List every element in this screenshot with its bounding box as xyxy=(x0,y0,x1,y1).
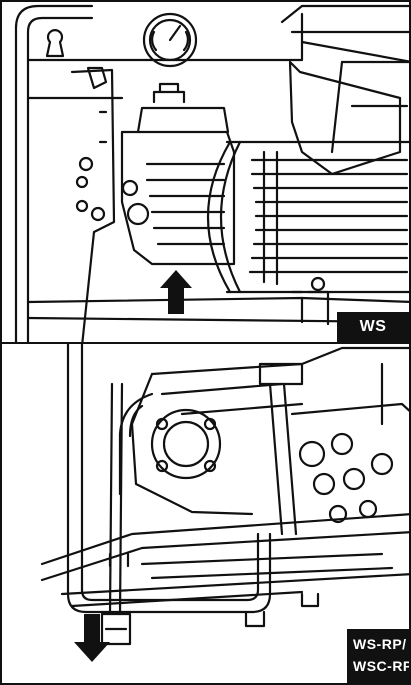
outlet-hose xyxy=(108,382,124,616)
bypass-pipe xyxy=(118,392,154,496)
frame-foot xyxy=(244,610,266,628)
frame-u-tube xyxy=(66,344,272,614)
pump-motor-drawing-top xyxy=(14,4,409,342)
pump-unit xyxy=(130,346,409,516)
pump-motor-drawing-bottom xyxy=(40,344,409,662)
down-arrow-icon xyxy=(74,614,110,662)
keyhole-hanger xyxy=(45,29,65,58)
hose-fitting xyxy=(100,612,132,646)
bottom-illustration-panel: WS-RP/ WSC-RP xyxy=(0,342,411,685)
top-illustration-panel: WS xyxy=(0,0,411,344)
oil-cap xyxy=(152,82,186,104)
back-plate xyxy=(26,12,304,62)
model-tag-ws-rp: WS-RP/ WSC-RP xyxy=(347,629,409,683)
up-arrow-icon xyxy=(160,270,192,314)
pressure-gauge xyxy=(142,12,198,68)
motor-cover xyxy=(280,4,409,176)
pump-flange xyxy=(150,408,222,480)
model-tag-ws: WS xyxy=(337,312,409,342)
pump-head xyxy=(120,130,236,266)
frame-left-tube xyxy=(14,4,94,342)
base-frame xyxy=(40,513,409,582)
manifold xyxy=(298,440,326,468)
model-tag-line-2: WSC-RP xyxy=(353,658,409,674)
model-tag-line-1: WS-RP/ xyxy=(353,636,407,652)
lance-holder xyxy=(70,68,116,342)
